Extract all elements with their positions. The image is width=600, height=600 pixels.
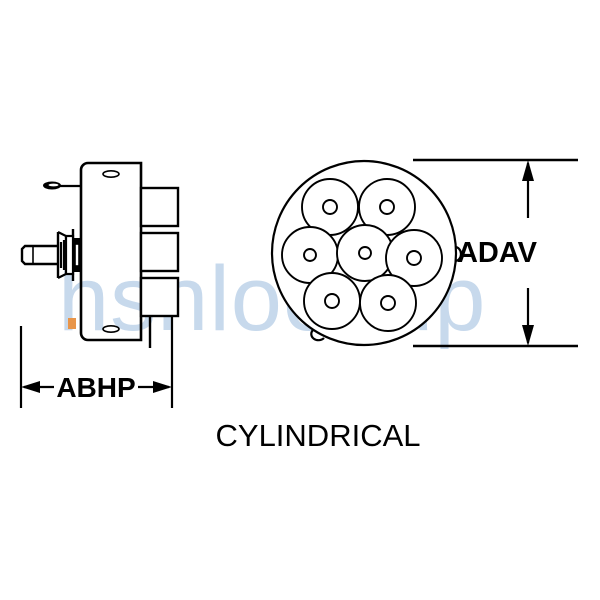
registration-marker: [68, 318, 76, 329]
pin-3-bore: [303, 248, 317, 262]
switch-body: [79, 161, 143, 342]
end-view: [270, 159, 463, 347]
dimension-adav: ADAV: [413, 158, 578, 348]
adav-arrow-bottom: [522, 325, 534, 346]
shaft: [20, 244, 58, 266]
bushing-bore: [74, 243, 80, 267]
terminal-block-3: [139, 276, 180, 318]
pin-7-bore: [380, 295, 396, 311]
pin-4: [336, 224, 394, 282]
bushing-collar: [64, 234, 75, 276]
keyway-notch-right: [454, 245, 463, 263]
terminal-block-1: [139, 186, 180, 228]
mounting-hole-top: [102, 170, 120, 179]
pin-1-bore: [322, 199, 338, 215]
pin-4-bore: [358, 246, 372, 260]
view-caption: CYLINDRICAL: [216, 418, 421, 453]
pin-2: [358, 178, 416, 236]
bushing-assembly: [56, 229, 81, 281]
mounting-hole-bottom: [102, 324, 120, 333]
pin-6-bore: [324, 293, 340, 309]
shaft-outline: [20, 244, 58, 266]
abhp-arrow-left: [21, 381, 40, 393]
side-view: [20, 161, 180, 348]
mounting-lug-hole: [48, 183, 59, 187]
pin-5: [385, 229, 443, 287]
abhp-label: ABHP: [56, 372, 135, 403]
terminal-block-2: [139, 231, 180, 273]
keyway-notch-bottom: [310, 329, 325, 342]
pin-5-bore: [406, 250, 422, 266]
pin-2-bore: [379, 199, 395, 215]
adav-label: ADAV: [457, 237, 538, 269]
abhp-arrow-right: [153, 381, 172, 393]
dimension-abhp: ABHP: [19, 316, 174, 408]
pin-7: [359, 274, 417, 332]
pin-6: [303, 272, 361, 330]
mounting-lug: [43, 181, 81, 190]
adav-arrow-top: [522, 160, 534, 181]
